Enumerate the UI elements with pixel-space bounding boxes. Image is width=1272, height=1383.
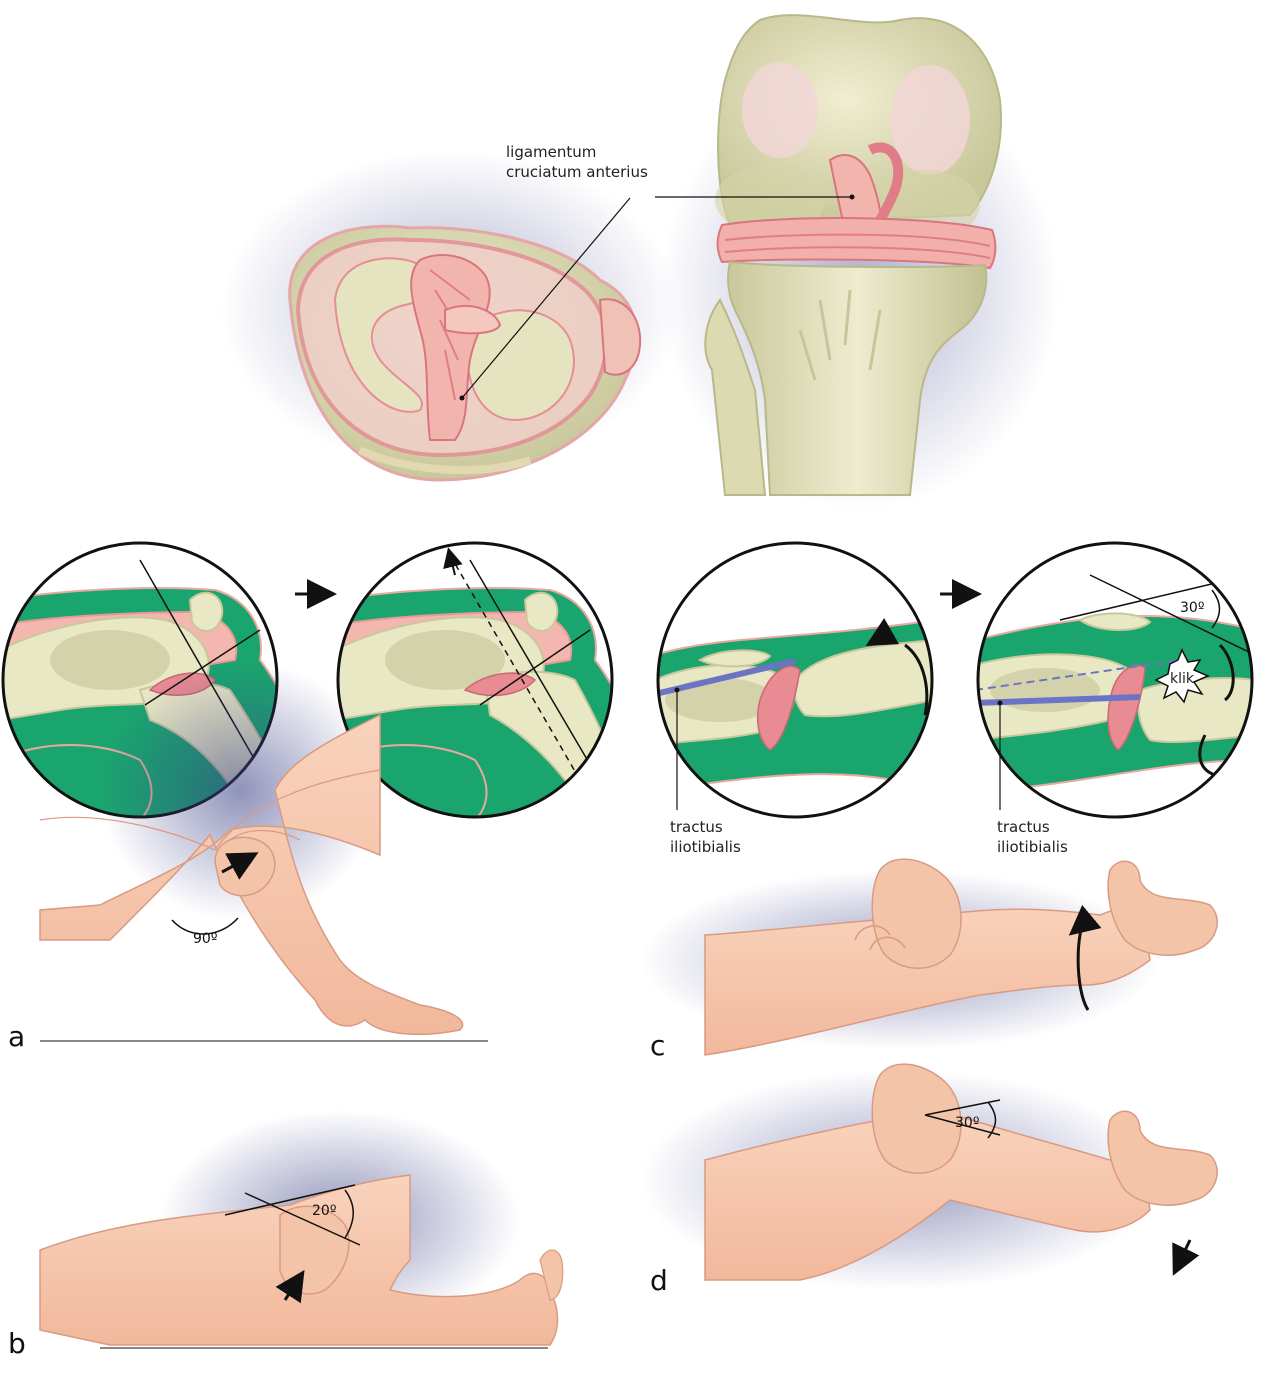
detail-circle-anterior-drawer bbox=[335, 540, 641, 820]
panel-letter-a: a bbox=[8, 1020, 25, 1053]
panel-b-lachman-20: 20º b bbox=[8, 1110, 563, 1360]
tibial-plateau-figure bbox=[220, 150, 680, 480]
tract-label-2-line1: tractus bbox=[997, 818, 1050, 836]
angle-b: 20º bbox=[312, 1203, 336, 1219]
acl-label-line1: ligamentum bbox=[506, 143, 596, 161]
click-label: klik bbox=[1170, 671, 1195, 687]
panel-letter-d: d bbox=[650, 1264, 668, 1297]
angle-circle-30: 30º bbox=[1180, 600, 1204, 616]
detail-circle-pivot-start bbox=[655, 540, 935, 820]
tract-label-2-line2: iliotibialis bbox=[997, 838, 1068, 856]
tract-label-1-line1: tractus bbox=[670, 818, 723, 836]
panel-letter-c: c bbox=[650, 1029, 665, 1062]
angle-d: 30º bbox=[955, 1115, 979, 1131]
angle-a: 90º bbox=[193, 931, 217, 947]
panel-d-pivot-shift-30: 30º d bbox=[640, 1064, 1217, 1297]
panel-c-pivot-shift-start: c bbox=[640, 859, 1217, 1062]
knee-front-figure bbox=[660, 15, 1060, 510]
tract-label-1-line2: iliotibialis bbox=[670, 838, 741, 856]
detail-circle-pivot-shift: klik 30º bbox=[975, 540, 1255, 820]
acl-label-line2: cruciatum anterius bbox=[506, 163, 648, 181]
panel-letter-b: b bbox=[8, 1327, 26, 1360]
